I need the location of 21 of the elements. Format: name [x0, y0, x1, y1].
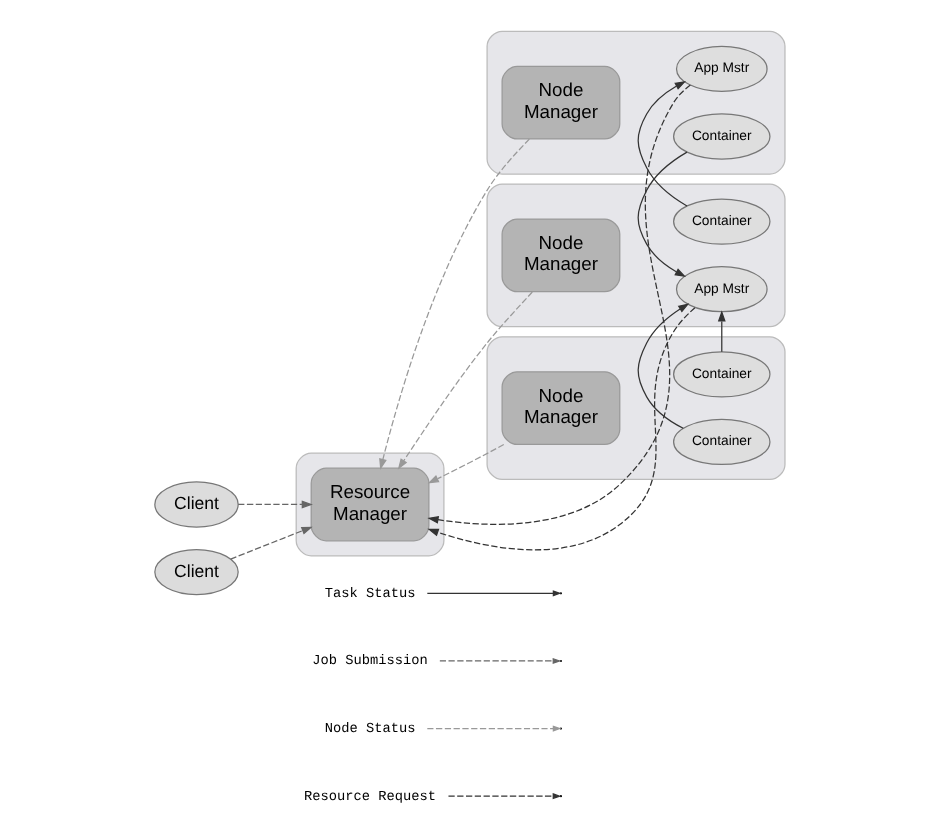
arrow [716, 310, 725, 353]
cluster [294, 452, 444, 557]
node-box: Resource Manager [309, 467, 429, 542]
node-ellipse: Client [153, 481, 238, 528]
cluster [485, 183, 785, 328]
arrow [426, 307, 695, 551]
node-box: Node Manager [500, 65, 620, 140]
node-ellipse: Client [153, 548, 238, 596]
arrow [636, 151, 687, 278]
arrow [229, 526, 312, 560]
arrow [396, 291, 532, 470]
arrow [426, 84, 690, 525]
node-box: Node Manager [500, 371, 620, 446]
arrow [236, 500, 312, 509]
cluster [485, 30, 785, 175]
cluster [485, 336, 785, 481]
arrow [378, 138, 529, 470]
node-box: Node Manager [500, 218, 620, 293]
arrow [636, 303, 689, 429]
arrow [636, 81, 687, 207]
arrow [426, 443, 504, 484]
